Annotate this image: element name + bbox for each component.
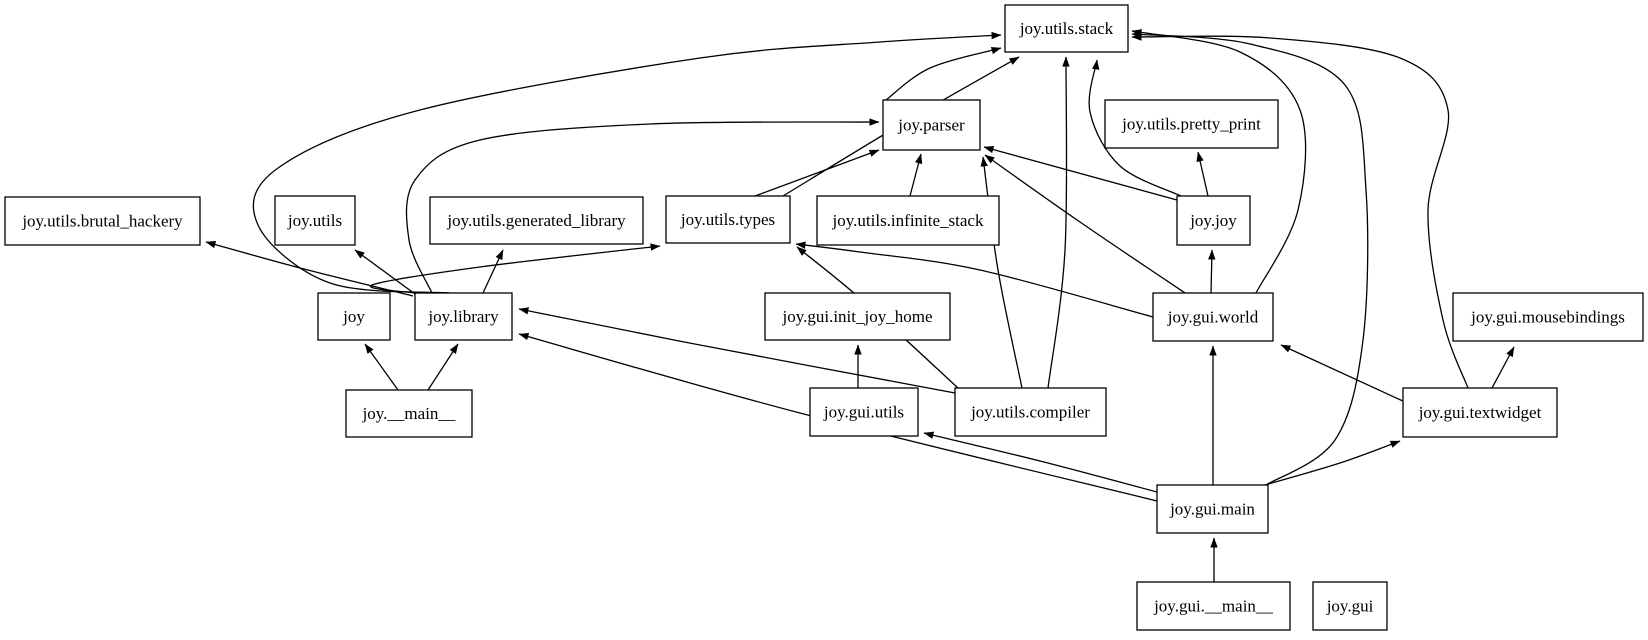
edge-joy-gui-textwidget-to-joy-utils-stack <box>1131 33 1469 389</box>
node-box <box>1104 99 1279 149</box>
node-joy-gui-mousebindings: joy.gui.mousebindings <box>1452 292 1644 342</box>
node-box <box>764 292 951 341</box>
node-box <box>414 292 513 341</box>
node-joy-joy: joy.joy <box>1176 195 1251 246</box>
edge-joy-utils-compiler-to-joy-parser <box>980 156 1023 389</box>
node-box <box>809 387 919 437</box>
node-box <box>274 195 356 246</box>
node-box <box>1136 581 1291 631</box>
node-joy-parser: joy.parser <box>882 99 981 151</box>
node-joy-utils-infinite-stack: joy.utils.infinite_stack <box>816 195 1000 246</box>
node-joy-utils-brutal-hackery: joy.utils.brutal_hackery <box>4 196 201 246</box>
node-label: joy.utils.generated_library <box>446 211 626 230</box>
node-joy-utils-compiler: joy.utils.compiler <box>954 387 1107 437</box>
node-box <box>1312 581 1388 631</box>
node-label: joy.__main__ <box>362 404 456 423</box>
node-joy-gui-main-: joy.gui.__main__ <box>1136 581 1291 631</box>
edge-joy-joy-to-joy-parser <box>983 145 1178 201</box>
node-label: joy.utils.compiler <box>970 403 1090 422</box>
node-label: joy.utils.types <box>680 210 775 229</box>
node-label: joy <box>342 307 365 326</box>
edge-joy-gui-main-to-joy-gui-textwidget <box>1264 440 1401 486</box>
node-label: joy.utils.pretty_print <box>1121 115 1261 134</box>
node-joy-main-: joy.__main__ <box>345 389 473 438</box>
edge-joy-gui-textwidget-to-joy-gui-mousebindings <box>1491 346 1515 389</box>
node-box <box>1156 484 1269 534</box>
node-joy-gui-init-joy-home: joy.gui.init_joy_home <box>764 292 951 341</box>
node-label: joy.parser <box>897 116 965 135</box>
node-box <box>429 196 644 245</box>
node-box <box>1402 387 1558 438</box>
node-label: joy.utils <box>287 211 342 230</box>
node-joy-gui-world: joy.gui.world <box>1152 292 1274 342</box>
edge-joy-joy-to-joy-utils-stack <box>1088 59 1182 197</box>
node-joy-gui-textwidget: joy.gui.textwidget <box>1402 387 1558 438</box>
node-label: joy.gui <box>1326 597 1374 616</box>
node-label: joy.library <box>427 307 499 326</box>
node-joy-gui: joy.gui <box>1312 581 1388 631</box>
edge-joy-utils-infinite-stack-to-joy-parser <box>909 153 923 197</box>
node-joy-utils-stack: joy.utils.stack <box>1004 4 1129 53</box>
edge-joy-gui-world-to-joy-parser <box>984 154 1186 294</box>
node-label: joy.utils.stack <box>1019 19 1114 38</box>
node-box <box>4 196 201 246</box>
node-box <box>1176 195 1251 246</box>
node-box <box>1004 4 1129 53</box>
node-label: joy.gui.mousebindings <box>1470 308 1625 327</box>
edge-joy-gui-world-to-joy-utils-types <box>795 241 1154 318</box>
edge-joy-library-to-joy-parser <box>405 118 880 294</box>
edge-joy-joy-to-joy-utils-pretty-print <box>1196 151 1209 197</box>
node-label: joy.gui.utils <box>823 403 904 422</box>
edge-joy-library-to-joy-utils-stack <box>252 31 1002 294</box>
node-joy-gui-utils: joy.gui.utils <box>809 387 919 437</box>
edge-joy-main--to-joy-library <box>427 343 459 391</box>
edge-joy-gui-world-to-joy-utils-stack <box>1131 29 1307 294</box>
nodes-layer: joy.utils.stack joy.parser joy.utils.prett… <box>4 4 1644 631</box>
edge-joy-library-to-joy-utils-types <box>369 243 661 294</box>
node-joy: joy <box>317 292 391 341</box>
edge-joy-gui-textwidget-to-joy-gui-world <box>1280 344 1406 403</box>
node-joy-utils: joy.utils <box>274 195 356 246</box>
node-joy-library: joy.library <box>414 292 513 341</box>
node-box <box>665 195 791 244</box>
edge-joy-main--to-joy <box>364 343 399 391</box>
node-label: joy.gui.world <box>1167 308 1259 327</box>
node-label: joy.gui.init_joy_home <box>781 307 932 326</box>
node-joy-utils-generated-library: joy.utils.generated_library <box>429 196 644 245</box>
edge-joy-utils-compiler-to-joy-library <box>518 307 956 394</box>
edge-joy-gui-main-to-joy-utils-stack <box>1131 31 1369 486</box>
node-joy-utils-types: joy.utils.types <box>665 195 791 244</box>
node-joy-utils-pretty-print: joy.utils.pretty_print <box>1104 99 1279 149</box>
node-joy-gui-main: joy.gui.main <box>1156 484 1269 534</box>
node-box <box>1452 292 1644 342</box>
edge-joy-library-to-joy-utils-generated-library <box>482 249 504 294</box>
node-box <box>317 292 391 341</box>
node-label: joy.gui.main <box>1169 500 1255 519</box>
edge-joy-parser-to-joy-utils-stack <box>885 46 1002 101</box>
edge-joy-utils-types-to-joy-parser <box>754 149 880 197</box>
node-box <box>954 387 1107 437</box>
node-box <box>345 389 473 438</box>
node-label: joy.gui.textwidget <box>1418 403 1542 422</box>
edge-joy-utils-compiler-to-joy-utils-stack <box>1047 56 1070 389</box>
node-label: joy.gui.__main__ <box>1153 597 1273 616</box>
node-label: joy.utils.brutal_hackery <box>21 212 183 231</box>
edge-joy-gui-world-to-joy-joy <box>1208 249 1216 294</box>
node-box <box>882 99 981 151</box>
node-box <box>816 195 1000 246</box>
edge-joy-gui-main-to-joy-gui-utils <box>923 431 1158 493</box>
node-box <box>1152 292 1274 342</box>
edge-joy-gui-main-to-joy-library <box>518 333 1158 502</box>
edge-joy-library-to-joy-utils <box>354 249 416 295</box>
node-label: joy.joy <box>1189 211 1237 230</box>
node-label: joy.utils.infinite_stack <box>832 211 984 230</box>
